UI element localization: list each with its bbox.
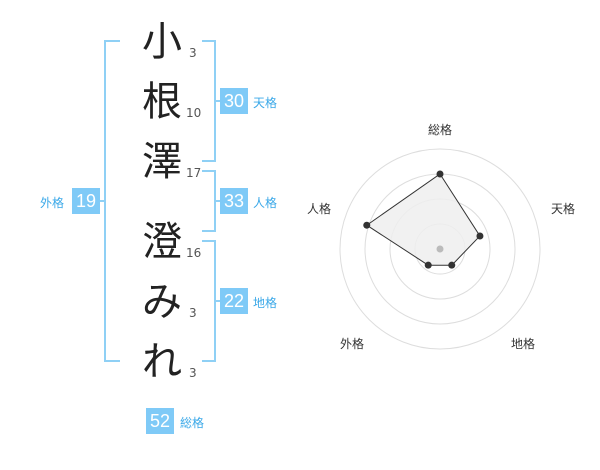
chikaku-label: 地格 [253,296,278,310]
tenkaku-bracket-tick [214,100,222,102]
radar-label-jinkaku: 人格 [307,202,332,216]
name-char-2: 根 [142,79,182,125]
radar-polygon [365,173,481,266]
jinkaku-value: 33 [220,188,248,214]
name-char-5: み [142,279,182,325]
radar-point-1 [436,170,444,178]
name-char-4: 澄 [142,219,182,265]
radar-point-3 [448,261,456,269]
radar-label-gaikaku: 外格 [340,337,365,351]
stroke-count-6: 3 [189,366,197,380]
stroke-count-5: 3 [189,306,197,320]
radar-point-5 [363,221,371,229]
soukaku-label: 総格 [180,416,205,430]
name-char-6: れ [142,339,182,385]
jinkaku-label: 人格 [253,196,278,210]
chikaku-value: 22 [220,288,248,314]
stroke-count-3: 17 [186,166,202,180]
radar-grid-ring [339,148,541,350]
chikaku-bracket-tick [214,300,222,302]
soukaku-value: 52 [146,408,174,434]
radar-point-4 [424,261,432,269]
name-char-3: 澤 [142,139,182,185]
tenkaku-value: 30 [220,88,248,114]
tenkaku-label: 天格 [253,96,278,110]
jinkaku-bracket-tick [214,200,222,202]
radar-label-chikaku: 地格 [511,337,536,351]
radar-label-soukaku: 総格 [428,123,453,137]
radar-point-2 [476,232,484,240]
gaikaku-bracket-tick [98,200,106,202]
radar-center-point [436,245,444,253]
stroke-count-1: 3 [189,46,197,60]
stroke-count-2: 10 [186,106,202,120]
stroke-count-4: 16 [186,246,202,260]
radar-label-tenkaku: 天格 [551,202,576,216]
name-char-1: 小 [142,19,182,65]
gaikaku-label: 外格 [40,196,65,210]
gaikaku-value: 19 [72,188,100,214]
